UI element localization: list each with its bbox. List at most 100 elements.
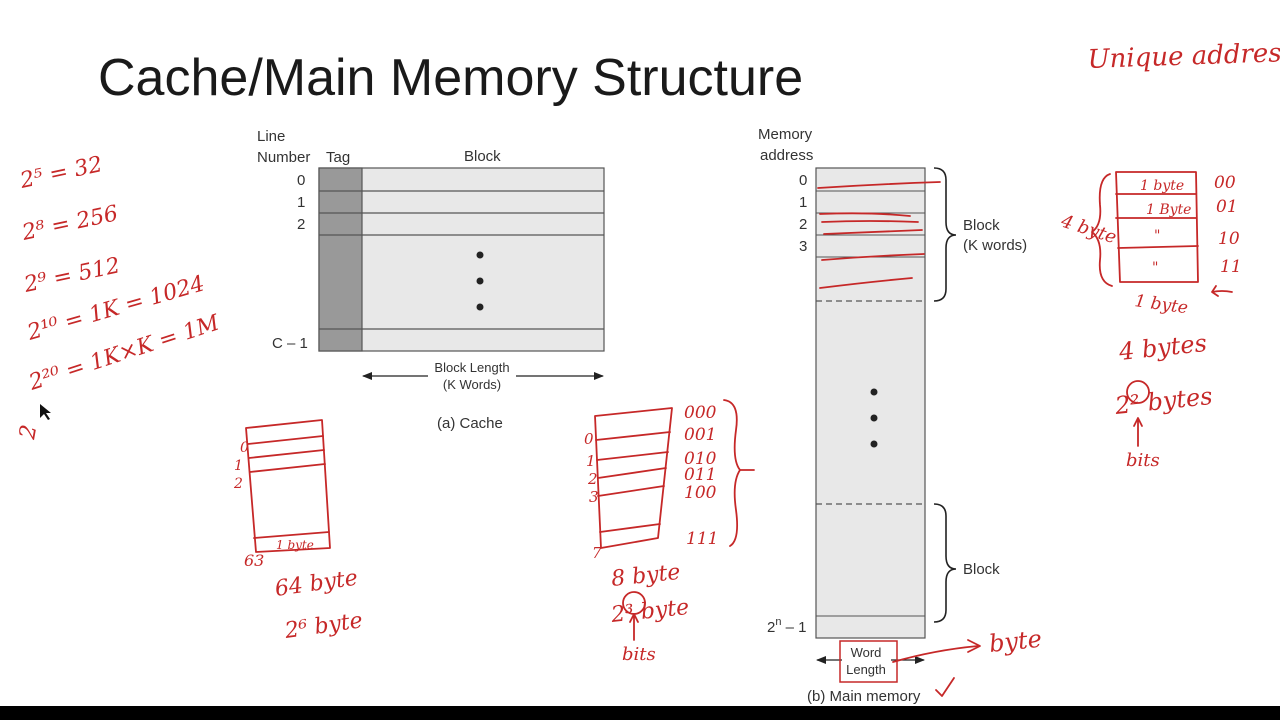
block-brace — [933, 167, 957, 302]
cache-sketch-cell: 1 byte — [276, 538, 314, 552]
sketch-line — [599, 523, 661, 533]
block-brace — [933, 503, 957, 623]
word-sketch-bottom: 1 byte — [1133, 291, 1189, 318]
right-note: 4 bytes — [1117, 329, 1208, 366]
memory-row-scribble — [817, 181, 941, 189]
sketch-line — [596, 451, 669, 461]
memory-sketch-binary: 000 — [684, 403, 717, 423]
memory-row-scribble — [819, 277, 913, 289]
word-sketch-binary: 00 — [1214, 173, 1236, 193]
cache-sketch-index: 2 — [233, 476, 243, 492]
memory-sketch-index: 3 — [589, 488, 599, 506]
ellipsis-dot — [870, 440, 878, 448]
cache-tag-column — [318, 167, 363, 352]
memory-sketch-bits: bits — [622, 644, 656, 665]
memory-sketch-index: 2 — [587, 470, 598, 488]
ellipsis-dot — [476, 251, 484, 259]
memory-column — [815, 167, 926, 639]
memory-sketch-binary: 010 — [684, 449, 717, 469]
cache-header-block: Block — [464, 148, 501, 165]
memory-address-label: 1 — [799, 194, 807, 211]
right-note-bits: bits — [1126, 450, 1160, 471]
arrowhead — [816, 656, 826, 664]
word-byte-note: byte — [988, 625, 1043, 658]
sketch-line — [248, 449, 325, 459]
memory-address-label: 2 — [799, 216, 807, 233]
ellipsis-dot — [476, 303, 484, 311]
cache-sketch-index: 1 — [234, 458, 243, 474]
cache-caption: (a) Cache — [437, 415, 503, 432]
sketch-line — [1117, 245, 1199, 249]
memory-row-scribble — [823, 229, 923, 235]
power-note: 2⁸ = 256 — [19, 201, 120, 246]
sketch-line — [595, 431, 671, 441]
power-note: 2⁵ = 32 — [17, 152, 105, 194]
ellipsis-dot — [476, 277, 484, 285]
arrowhead — [362, 372, 372, 380]
exponent-circle — [1126, 380, 1150, 404]
word-sketch-outline — [1115, 171, 1199, 283]
cache-sketch-outline — [245, 419, 331, 553]
sketch-line — [249, 463, 326, 473]
word-sketch-cell: " — [1154, 228, 1160, 244]
ellipsis-dot — [870, 388, 878, 396]
cache-line-label: 0 — [297, 172, 305, 189]
word-sketch-cell: " — [1152, 260, 1158, 276]
power-note: 2⁹ = 512 — [21, 253, 122, 298]
cache-diagram: Line Number Tag Block 0 1 2 C – 1 Block … — [257, 128, 605, 432]
memory-block2-label: Block — [963, 561, 1000, 578]
memory-sketch-index: 1 — [586, 452, 596, 470]
word-length-label: Word — [851, 645, 882, 660]
word-byte-arrow — [892, 645, 979, 663]
sketch-line — [247, 435, 324, 445]
cache-sketch-index: 0 — [240, 440, 249, 456]
main-memory-diagram: Memory address 0 1 2 3 2n – 1 Block (K w… — [758, 126, 1027, 705]
memory-header-1: Memory — [758, 126, 813, 143]
cache-sketch-size: 64 byte — [273, 566, 359, 602]
cache-header-tag: Tag — [326, 149, 350, 166]
memory-last-address-exp: n — [775, 616, 781, 628]
block-length-label: Block Length — [434, 360, 509, 375]
block-length-sublabel: (K Words) — [443, 377, 501, 392]
memory-block-label: Block — [963, 217, 1000, 234]
checkmark-icon — [935, 677, 955, 697]
mouse-cursor-icon — [40, 404, 51, 420]
double-arrow-icon — [1211, 285, 1233, 297]
cache-block-area — [318, 167, 605, 352]
memory-sketch-binary: 001 — [684, 425, 716, 445]
memory-last-address-suffix: – 1 — [781, 619, 806, 636]
memory-sketch-index: 7 — [592, 544, 602, 562]
memory-sketch-outline — [594, 407, 673, 549]
memory-sketch-size: 8 byte — [610, 560, 682, 592]
cache-sketch-index: 63 — [244, 551, 264, 570]
memory-sketch-index: 0 — [584, 430, 594, 448]
video-bottom-bar — [0, 706, 1280, 720]
memory-row-scribble — [821, 220, 919, 223]
word-sketch-binary: 01 — [1216, 197, 1238, 217]
arrowhead — [915, 656, 925, 664]
unique-address-note: Unique address. — [1087, 37, 1280, 75]
exponent-arrow — [1133, 417, 1143, 447]
word-sketch-binary: 10 — [1218, 229, 1240, 249]
cache-header-line: Line — [257, 128, 285, 145]
cache-sketch-power: 2⁶ byte — [282, 608, 364, 644]
memory-row-scribble — [821, 253, 925, 261]
ellipsis-dot — [870, 414, 878, 422]
memory-sketch-power: 2³ byte — [609, 595, 690, 628]
cache-line-label: 2 — [297, 216, 305, 233]
two-note: 2 — [15, 423, 42, 442]
memory-block-sublabel: (K words) — [963, 237, 1027, 254]
memory-row-scribble — [819, 212, 911, 217]
word-sketch-side: 4 byte — [1058, 210, 1119, 248]
memory-address-label: 0 — [799, 172, 807, 189]
sketch-line — [253, 531, 330, 539]
memory-last-address: 2n – 1 — [767, 616, 807, 636]
arrowhead — [594, 372, 604, 380]
annotations: Unique address. 2⁵ = 32 2⁸ = 256 2⁹ = 51… — [15, 37, 1280, 697]
word-sketch-cell: 1 byte — [1140, 178, 1184, 194]
exponent-arrow — [629, 613, 639, 641]
cache-line-label: C – 1 — [272, 335, 308, 352]
memory-sketch-binary: 100 — [684, 483, 717, 503]
